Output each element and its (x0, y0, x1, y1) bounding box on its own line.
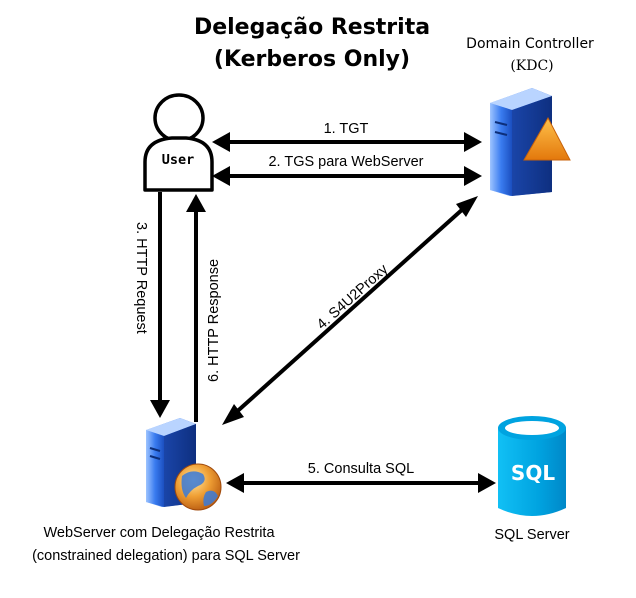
database-icon (498, 416, 566, 516)
user-label: User (162, 152, 195, 168)
diagram-subtitle: (Kerberos Only) (214, 47, 410, 72)
label-http-request: 3. HTTP Request (133, 222, 149, 334)
arrow-tgt (212, 132, 482, 152)
arrow-http-response (186, 194, 206, 422)
label-tgt: 1. TGT (324, 121, 369, 137)
label-sql-query: 5. Consulta SQL (308, 461, 414, 477)
server-warning-icon (490, 88, 571, 196)
domain-controller-label: Domain Controller (466, 36, 594, 52)
sql-server-label: SQL Server (494, 527, 569, 543)
label-http-response: 6. HTTP Response (206, 259, 222, 382)
label-tgs: 2. TGS para WebServer (268, 154, 423, 170)
label-s4u2proxy: 4. S4U2Proxy (314, 261, 392, 333)
sql-icon-text: SQL (511, 461, 555, 485)
webserver-label-line1: WebServer com Delegação Restrita (43, 525, 275, 541)
webserver-label-line2: (constrained delegation) para SQL Server (32, 548, 300, 564)
arrow-tgs (212, 166, 482, 186)
kdc-label: (KDC) (510, 58, 553, 74)
arrow-sql-query (226, 473, 496, 493)
arrow-s4u2proxy (222, 196, 478, 425)
arrow-http-request (150, 192, 170, 418)
server-globe-icon (146, 418, 222, 511)
user-icon (143, 93, 214, 192)
diagram-title: Delegação Restrita (194, 15, 430, 40)
